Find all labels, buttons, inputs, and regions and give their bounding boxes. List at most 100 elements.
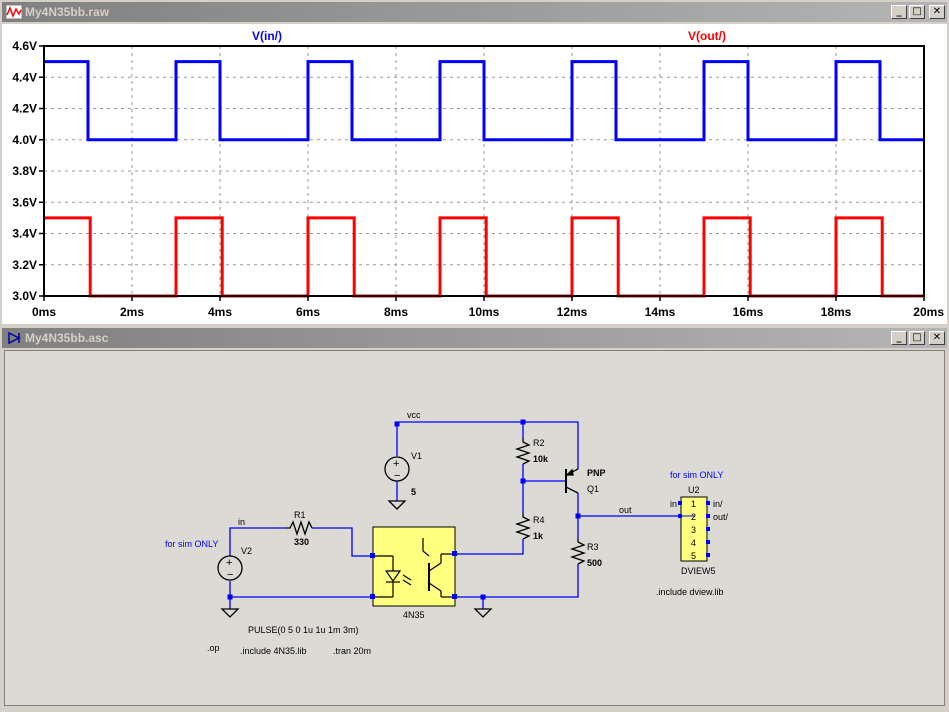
wire-r4-collector[interactable]	[455, 539, 524, 555]
close-icon: ✕	[932, 6, 942, 17]
u2-pin-1: 1	[691, 499, 696, 509]
x-tick-label: 14ms	[645, 305, 676, 319]
junction	[520, 478, 526, 484]
maximize-icon: □	[912, 332, 922, 343]
close-button[interactable]: ✕	[929, 5, 945, 19]
directive-include-4n35: .include 4N35.lib	[240, 646, 307, 656]
u2-in-label: in	[670, 499, 677, 509]
close-button[interactable]: ✕	[929, 331, 945, 345]
label-u2-part: DVIEW5	[681, 566, 716, 576]
waveform-window-title: My4N35bb.raw	[25, 5, 110, 19]
label-r3-value: 500	[587, 558, 602, 568]
x-tick-label: 4ms	[208, 305, 232, 319]
label-v1-value: 5	[411, 487, 416, 497]
x-tick-label: 12ms	[557, 305, 588, 319]
junction	[227, 594, 233, 600]
y-tick-label: 3.6V	[12, 195, 37, 209]
y-tick-label: 4.6V	[12, 39, 37, 53]
minimize-button[interactable]: _	[891, 5, 907, 19]
voltage-source-v2[interactable]: + −	[217, 555, 243, 581]
x-tick-label: 2ms	[120, 305, 144, 319]
label-r3-name: R3	[587, 542, 599, 552]
maximize-button[interactable]: □	[909, 331, 925, 345]
label-vcc: vcc	[407, 410, 421, 420]
y-tick-label: 3.0V	[12, 289, 37, 303]
label-u2-note: for sim ONLY	[670, 470, 723, 480]
junction	[520, 419, 526, 425]
optocoupler-4n35[interactable]	[370, 526, 457, 607]
label-r4-name: R4	[533, 515, 545, 525]
resistor-r2[interactable]	[514, 438, 532, 465]
waveform-titlebar[interactable]: My4N35bb.raw _ □ ✕	[2, 2, 947, 22]
minimize-icon: _	[896, 6, 902, 17]
x-tick-label: 20ms	[913, 305, 944, 319]
x-tick-label: 10ms	[469, 305, 500, 319]
wire-ground-return[interactable]	[455, 564, 579, 598]
x-tick-label: 18ms	[821, 305, 852, 319]
u2-pin-3: 3	[691, 525, 696, 535]
schematic-window-title: My4N35bb.asc	[25, 331, 109, 345]
u2-in-out-label: in/	[713, 499, 723, 509]
ground-icon	[387, 500, 407, 510]
voltage-source-v1[interactable]: + −	[384, 456, 410, 482]
y-tick-label: 3.4V	[12, 227, 37, 241]
u2-out-out-label: out/	[713, 512, 729, 522]
x-tick-label: 16ms	[733, 305, 764, 319]
label-v1-name: V1	[411, 451, 422, 461]
label-q1-name: Q1	[587, 484, 599, 494]
y-tick-label: 4.0V	[12, 133, 37, 147]
maximize-button[interactable]: □	[909, 5, 925, 19]
directive-tran: .tran 20m	[333, 646, 371, 656]
x-tick-label: 8ms	[384, 305, 408, 319]
label-q1-type: PNP	[587, 468, 606, 478]
label-r4-value: 1k	[533, 531, 544, 541]
label-v2-name: V2	[241, 546, 252, 556]
wire-vcc[interactable]	[396, 421, 579, 469]
svg-text:−: −	[227, 569, 233, 581]
ground-icon	[220, 608, 240, 618]
svg-text:+: +	[226, 557, 232, 569]
junction	[394, 421, 400, 427]
wire-in[interactable]	[229, 527, 286, 553]
y-tick-label: 3.2V	[12, 258, 37, 272]
schematic-canvas[interactable]: + − + −	[4, 350, 945, 706]
directive-op: .op	[207, 643, 220, 653]
y-tick-label: 4.2V	[12, 102, 37, 116]
waveform-icon	[6, 5, 22, 19]
label-r1-value: 330	[294, 537, 309, 547]
x-tick-label: 0ms	[32, 305, 56, 319]
label-pulse: PULSE(0 5 0 1u 1u 1m 3m)	[248, 625, 359, 635]
trace-label-vin[interactable]: V(in/)	[252, 29, 282, 43]
label-r2-value: 10k	[533, 454, 549, 464]
label-opto-name: 4N35	[403, 610, 425, 620]
trace-label-vout[interactable]: V(out/)	[688, 29, 726, 43]
u2-pin-4: 4	[691, 538, 696, 548]
label-v2-note: for sim ONLY	[165, 539, 218, 549]
label-r2-name: R2	[533, 438, 545, 448]
resistor-r4[interactable]	[514, 513, 532, 540]
u2-pin-2: 2	[691, 512, 696, 522]
schematic-drawing[interactable]: + − + −	[5, 351, 946, 707]
resistor-r3[interactable]	[569, 538, 587, 565]
dview5-u2[interactable]	[678, 496, 710, 562]
series-line-vin	[44, 60, 924, 142]
svg-text:−: −	[394, 470, 400, 482]
close-icon: ✕	[932, 332, 942, 343]
schematic-titlebar[interactable]: My4N35bb.asc _ □ ✕	[2, 328, 947, 348]
junction	[480, 594, 486, 600]
wire-r2-r4[interactable]	[522, 464, 566, 482]
y-tick-label: 4.4V	[12, 70, 37, 84]
minimize-button[interactable]: _	[891, 331, 907, 345]
label-in-net: in	[238, 517, 245, 527]
transistor-q1[interactable]	[565, 468, 579, 494]
ground-icon	[473, 608, 493, 618]
label-r1-name: R1	[294, 510, 306, 520]
resistor-r1[interactable]	[286, 519, 313, 537]
u2-pin-5: 5	[691, 551, 696, 561]
schematic-icon	[8, 331, 21, 345]
wire-r1-opto[interactable]	[312, 527, 373, 557]
directive-include-dview: .include dview.lib	[656, 587, 724, 597]
